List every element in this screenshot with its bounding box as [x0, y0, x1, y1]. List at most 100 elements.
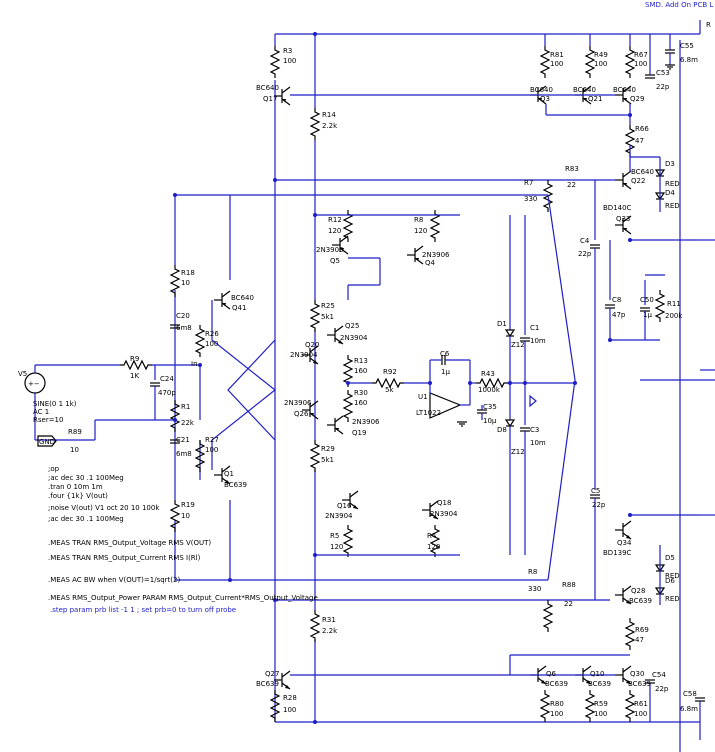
label-r9v: 1K	[130, 372, 139, 380]
label-r3: R3	[283, 47, 292, 55]
label-c8v: 47p	[612, 311, 626, 319]
label-r29: R29	[321, 445, 335, 453]
label-bd140c: BD140C	[603, 204, 632, 212]
label-lt1022: LT1022	[416, 409, 441, 417]
label-c3v: 10m	[530, 439, 546, 447]
label-red2: RED	[665, 202, 680, 210]
label-r69: R69	[635, 626, 649, 634]
label-r13v: 160	[354, 367, 367, 375]
label-c4: C4	[580, 237, 590, 245]
label-c21: C21	[176, 436, 190, 444]
label-n3906c: 2N3906	[284, 399, 312, 407]
junction-dots	[173, 32, 632, 724]
label-n3904d: 2N3904	[430, 510, 458, 518]
label-u1: U1	[418, 393, 428, 401]
label-q16: Q16	[337, 502, 352, 510]
label-r9: R9	[130, 355, 139, 363]
label-step: .step param prb list -1 1 ; set prb=0 to…	[50, 606, 236, 614]
label-c54v: 22p	[655, 685, 669, 693]
label-q30: Q30	[630, 670, 644, 678]
label-n3904b: 2N3904	[290, 351, 318, 359]
label-q33: Q33	[616, 215, 630, 223]
label-bc640f: BC640	[231, 294, 254, 302]
label-c53v: 22p	[656, 83, 670, 91]
label-r83v: 22	[567, 181, 576, 189]
label-c55v: 6.8m	[680, 56, 698, 64]
label-r30: R30	[354, 389, 368, 397]
label-r29v: 5k1	[321, 456, 334, 464]
label-q3: Q3	[540, 95, 550, 103]
label-red1: RED	[665, 180, 680, 188]
label-r27: R27	[205, 436, 219, 444]
label-r83: R83	[565, 165, 579, 173]
label-q10: Q10	[590, 670, 604, 678]
label-r5: R5	[330, 532, 339, 540]
label-r7: R7	[524, 179, 533, 187]
svg-text:+−: +−	[28, 380, 40, 388]
header-note: SMD. Add On PCB L	[645, 1, 713, 9]
label-r8b: R8	[528, 568, 537, 576]
label-n3904a: 2N3904	[340, 334, 368, 342]
label-c50: C50	[640, 296, 654, 304]
label-v5: V5	[18, 370, 27, 378]
label-r66: R66	[635, 125, 649, 133]
positive-rail	[275, 20, 701, 35]
label-bc639a: BC639	[224, 481, 247, 489]
label-bc639e: BC639	[588, 680, 611, 688]
label-src2: AC 1	[33, 408, 49, 416]
label-q26: Q26	[294, 410, 309, 418]
label-c24v: 470p	[158, 389, 176, 397]
label-z12a: Z12	[511, 341, 525, 349]
label-gnd: GND	[39, 438, 55, 446]
label-r81v: 100	[550, 60, 563, 68]
label-r12: R12	[328, 216, 342, 224]
label-r67v: 100	[634, 60, 647, 68]
label-n3904c: 2N3904	[325, 512, 353, 520]
label-c21v: 6m8	[176, 450, 192, 458]
label-c4v: 22p	[578, 250, 592, 258]
label-q20: Q20	[305, 341, 319, 349]
opamp-symbol	[429, 392, 462, 419]
label-q1: Q1	[224, 470, 234, 478]
label-r19v: 10	[181, 512, 190, 520]
label-r8bv: 330	[528, 585, 541, 593]
label-q22: Q22	[631, 177, 645, 185]
label-c5: ;noise V(out) V1 oct 20 10 100k	[48, 504, 160, 512]
label-r13: R13	[354, 357, 368, 365]
label-m1: .MEAS TRAN RMS_Output_Voltage RMS V(OUT)	[48, 539, 211, 547]
label-c2: ;ac dec 30 .1 100Meg	[48, 474, 124, 482]
label-q21: Q21	[588, 95, 602, 103]
label-c6: C6	[440, 350, 450, 358]
label-c3: C3	[530, 426, 539, 434]
label-bc640c: BC640	[573, 86, 596, 94]
corner-label: R	[706, 21, 711, 29]
label-m3: .MEAS AC BW when V(OUT)=1/sqrt(2)	[48, 576, 180, 584]
label-r8v: 120	[414, 227, 427, 235]
label-r7v: 330	[524, 195, 537, 203]
label-bc640e: BC640	[631, 168, 654, 176]
label-bc639c: BC639	[256, 680, 279, 688]
label-c50v: 1µ	[643, 311, 652, 319]
label-q6: Q6	[546, 670, 557, 678]
label-c24: C24	[160, 375, 174, 383]
label-q29: Q29	[630, 95, 644, 103]
label-r5v: 120	[330, 543, 343, 551]
label-r1: R1	[181, 403, 190, 411]
label-red3: RED	[665, 572, 680, 580]
label-r30v: 160	[354, 399, 367, 407]
label-r8: R8	[414, 216, 423, 224]
label-r49: R49	[594, 51, 608, 59]
label-bc640d: BC640	[613, 86, 636, 94]
label-q17: Q17	[263, 95, 277, 103]
label-c58v: 6.8m	[680, 705, 698, 713]
label-bc640a: BC640	[256, 84, 279, 92]
label-r66v: 47	[635, 137, 644, 145]
label-d8: D8	[497, 426, 507, 434]
label-r26v: 100	[205, 340, 218, 348]
label-c20: C20	[176, 312, 190, 320]
label-c6: ;ac dec 30 .1 100Meg	[48, 515, 124, 523]
label-r28v: 100	[283, 706, 296, 714]
label-z12b: Z12	[511, 448, 525, 456]
